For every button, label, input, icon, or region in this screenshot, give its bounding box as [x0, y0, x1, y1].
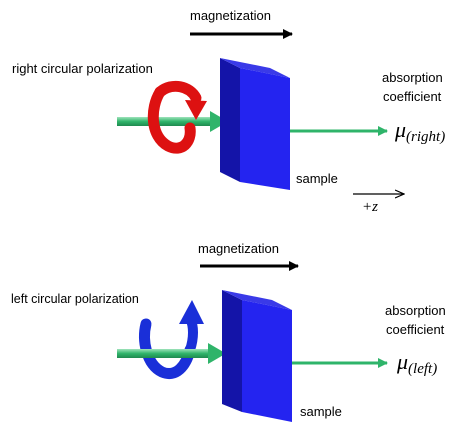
bottom-panel: magnetization left circular polarization… — [11, 241, 446, 422]
top-panel: magnetization right circular polarizatio… — [12, 8, 445, 215]
bottom-magnetization-label: magnetization — [198, 241, 279, 256]
top-polarization-label: right circular polarization — [12, 61, 153, 76]
top-incident-beam-head — [210, 111, 228, 132]
top-absorption-label-line1: absorption — [382, 70, 443, 85]
top-mu-right: μ(right) — [394, 117, 445, 145]
top-sample-label: sample — [296, 171, 338, 186]
bottom-incident-beam — [117, 349, 217, 358]
left-polarization-arrow-icon — [139, 300, 204, 379]
top-incident-beam — [117, 117, 219, 126]
bottom-sample-label: sample — [300, 404, 342, 419]
bottom-absorption-label-line2: coefficient — [386, 322, 445, 337]
bottom-mu-left: μ(left) — [396, 349, 437, 377]
top-absorption-label-line2: coefficient — [383, 89, 442, 104]
bottom-incident-beam-head — [208, 343, 226, 364]
bottom-polarization-label: left circular polarization — [11, 292, 139, 306]
right-polarization-arrow-icon — [147, 80, 207, 154]
top-sample-block — [220, 58, 290, 190]
bottom-absorption-label-line1: absorption — [385, 303, 446, 318]
top-magnetization-label: magnetization — [190, 8, 271, 23]
bottom-sample-block — [222, 290, 292, 422]
z-axis-label: +z — [362, 199, 378, 215]
